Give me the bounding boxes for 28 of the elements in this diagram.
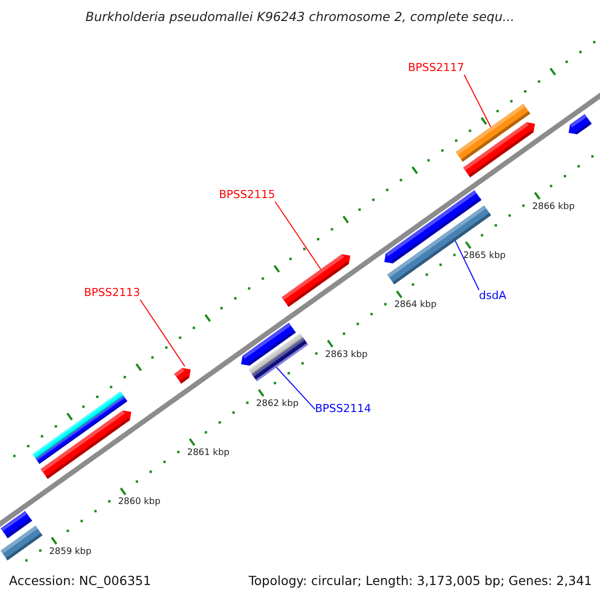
gene-label: BPSS2115 <box>219 189 276 202</box>
scale-label: 2860 kbp <box>118 497 160 508</box>
scale-label: 2863 kbp <box>325 350 368 360</box>
scale-label: 2864 kbp <box>394 300 437 311</box>
gene-bar <box>387 206 492 284</box>
gene-bar <box>463 122 535 178</box>
gene-bar <box>40 410 132 479</box>
gene-label: BPSS2113 <box>84 287 140 300</box>
title: Burkholderia pseudomallei K96243 chromosome 2, complete sequ... <box>84 10 516 24</box>
scale-label: 2862 kbp <box>256 398 299 410</box>
scale-label: 2865 kbp <box>463 251 506 262</box>
scale-label: 2866 kbp <box>532 202 575 212</box>
leader-line <box>464 74 492 128</box>
gene-label: BPSS2117 <box>408 62 464 75</box>
gene-bar <box>568 114 592 134</box>
accession-text: Accession: NC_006351 <box>9 574 152 588</box>
gene-label: BPSS2114 <box>315 403 372 416</box>
scale-label: 2861 kbp <box>187 448 230 458</box>
gene-bar <box>0 526 42 560</box>
gene-bar <box>252 338 308 382</box>
gene-label: dsdA <box>479 290 506 303</box>
gene-bar <box>282 254 350 307</box>
leader-line <box>140 299 186 367</box>
scale-label: 2859 kbp <box>49 546 92 558</box>
gene-bar <box>174 368 191 384</box>
leader-line <box>454 240 480 290</box>
leader-line <box>274 201 322 270</box>
genome-info-text: Topology: circular; Length: 3,173,005 bp; Genes: 2,341 <box>248 574 592 588</box>
